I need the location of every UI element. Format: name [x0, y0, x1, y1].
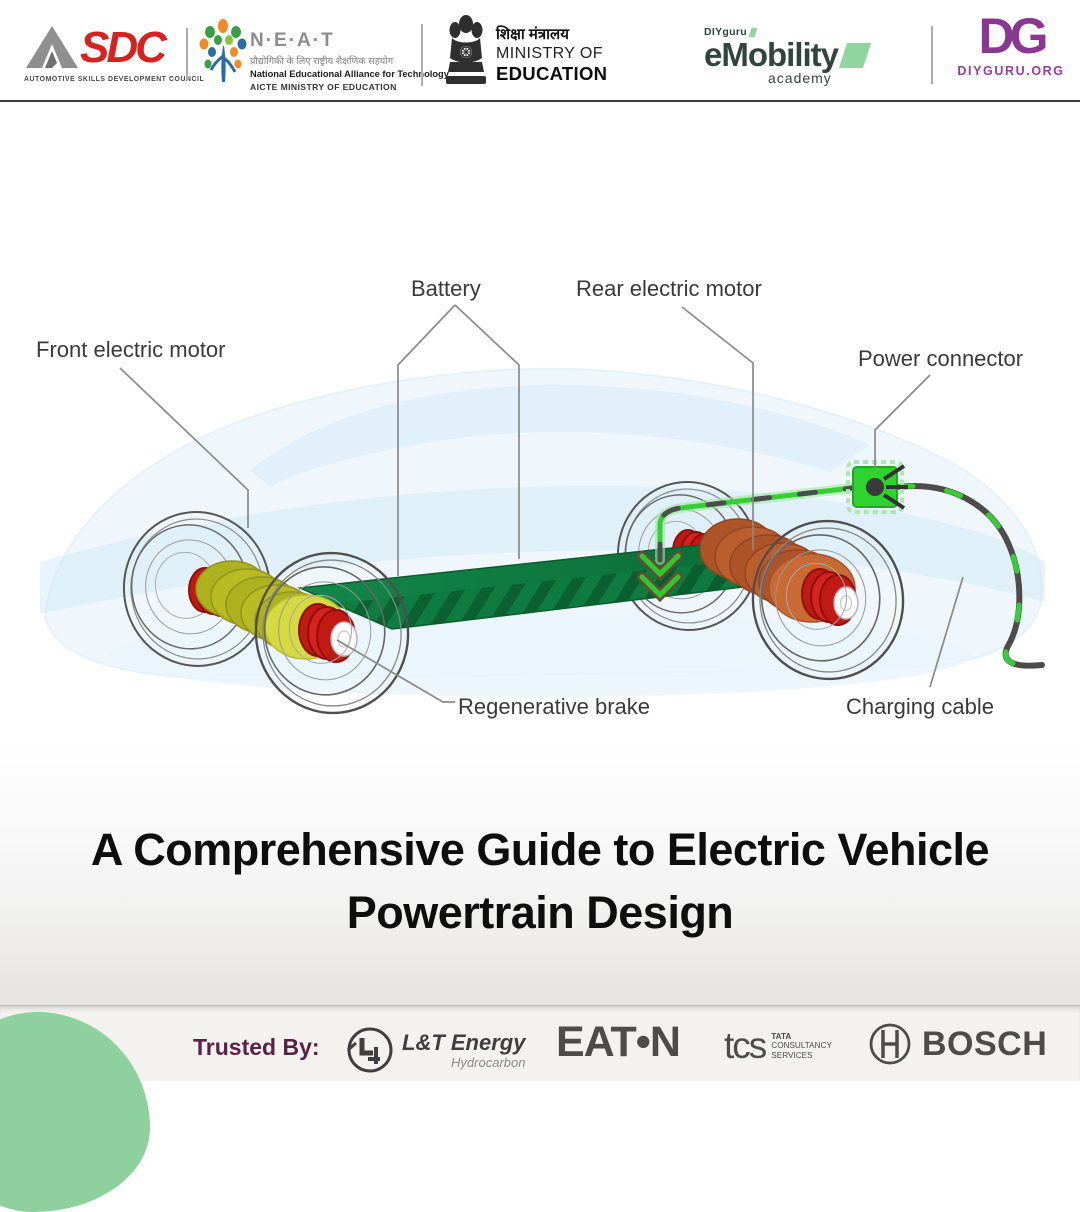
lt-energy-wordmark: L&T Energy: [402, 1030, 526, 1055]
page-title-line2: Powertrain Design: [346, 887, 734, 938]
label-regenerative-brake: Regenerative brake: [458, 694, 651, 719]
bosch-armature-icon: [869, 1023, 911, 1065]
trusted-by-footer: Trusted By: L&T Energy Hydrocarbon EAT•N…: [0, 1005, 1080, 1212]
neat-logo: N·E·A·T प्रौद्योगिकी के लिए राष्ट्रीय शै…: [198, 16, 449, 93]
tcs-wordmark: tcs: [724, 1025, 767, 1066]
ev-powertrain-diagram: [40, 304, 1045, 715]
label-rear-electric-motor: Rear electric motor: [576, 276, 762, 301]
emobility-slash-icon: [838, 42, 872, 68]
charging-cable: [655, 483, 1045, 669]
neat-tree-icon: [199, 19, 247, 82]
asdc-a-icon: [26, 26, 78, 68]
lt-hydrocarbon-label: Hydrocarbon: [451, 1055, 526, 1070]
header-rule: [0, 100, 1080, 102]
energy-flow-arrow-icon: [637, 551, 683, 603]
car-body-silhouette: [40, 367, 1045, 697]
label-charging-cable: Charging cable: [846, 694, 994, 719]
lt-circle-icon: [347, 1027, 393, 1073]
lt-energy-logo: L&T Energy Hydrocarbon: [346, 1026, 525, 1074]
asdc-logo: SDC AUTOMOTIVE SKILLS DEVELOPMENT COUNCI…: [24, 22, 205, 84]
wheel-rear-near: [751, 519, 905, 681]
emobility-academy-label: academy: [768, 70, 832, 86]
green-blob-decoration: [0, 1012, 150, 1212]
header-divider-3: [931, 26, 933, 84]
label-power-connector: Power connector: [858, 346, 1024, 371]
front-electric-motor: [195, 560, 348, 660]
neat-fullname: National Educational Alliance for Techno…: [250, 69, 449, 79]
neat-aicte-line: AICTE MINISTRY OF EDUCATION: [250, 82, 397, 92]
label-front-electric-motor: Front electric motor: [36, 337, 226, 362]
asdc-letters: SDC: [80, 23, 167, 72]
asdc-caption: AUTOMOTIVE SKILLS DEVELOPMENT COUNCIL: [24, 76, 205, 83]
header-divider-2: [421, 24, 423, 86]
ministry-line1: MINISTRY OF: [496, 45, 603, 62]
trusted-by-label: Trusted By:: [193, 1034, 320, 1060]
diyguru-brand: DIYguru: [704, 26, 747, 38]
brake-disc-rear-near: [801, 568, 859, 626]
page-title: A Comprehensive Guide to Electric Vehicl…: [0, 818, 1080, 944]
bosch-logo: BOSCH: [868, 1022, 1047, 1066]
neat-acronym: N·E·A·T: [250, 30, 335, 51]
title-gradient-band: [0, 745, 1080, 1005]
tcs-tata-label: TATA: [771, 1031, 792, 1041]
label-leader-lines: [119, 304, 964, 703]
bosch-wordmark: BOSCH: [922, 1024, 1048, 1063]
ministry-hindi: शिक्षा मंत्रालय: [496, 26, 569, 43]
emobility-logo: DIYguru eMobility academy: [704, 26, 904, 86]
emobility-wordmark: eMobility: [704, 36, 839, 73]
ashoka-emblem-icon: [446, 15, 486, 84]
tcs-logo: tcs TATA CONSULTANCY SERVICES: [724, 1025, 832, 1066]
tcs-consultancy-label: CONSULTANCY: [771, 1041, 832, 1051]
wheel-front-near: [254, 551, 410, 715]
partner-header: SDC AUTOMOTIVE SKILLS DEVELOPMENT COUNCI…: [0, 0, 1080, 102]
power-connector: [846, 460, 908, 514]
ministry-line2: EDUCATION: [496, 63, 608, 84]
label-battery: Battery: [411, 276, 481, 301]
neat-hindi-line: प्रौद्योगिकी के लिए राष्ट्रीय शैक्षणिक स…: [250, 56, 394, 67]
tcs-services-label: SERVICES: [771, 1050, 813, 1060]
ministry-logo: शिक्षा मंत्रालय MINISTRY OF EDUCATION: [444, 14, 674, 93]
page-title-line1: A Comprehensive Guide to Electric Vehicl…: [90, 824, 990, 875]
dg-monogram: DG: [978, 8, 1049, 64]
eaton-logo: EAT•N: [556, 1018, 681, 1066]
dg-domain: DIYGURU.ORG: [957, 64, 1065, 78]
header-divider-1: [186, 28, 188, 80]
dg-logo: DG DIYGURU.ORG: [952, 10, 1070, 78]
